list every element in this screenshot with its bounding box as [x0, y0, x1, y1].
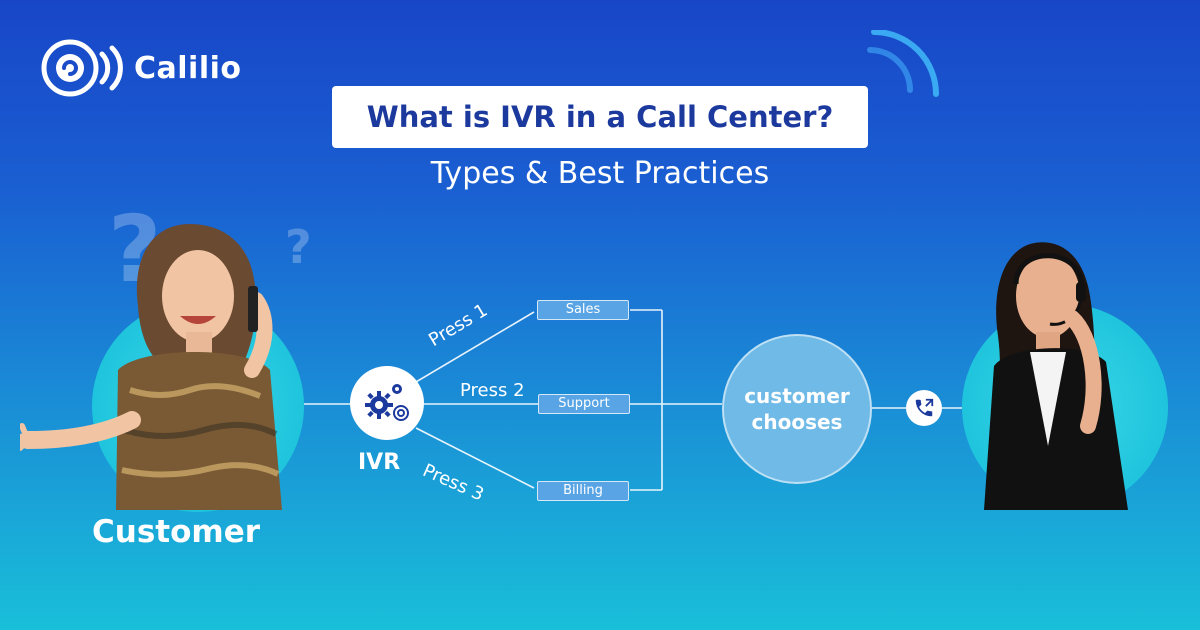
page-title: What is IVR in a Call Center? [366, 100, 834, 134]
option-support: Support [538, 394, 630, 414]
agent-person-icon [984, 242, 1128, 510]
decision-label: customer chooses [744, 384, 850, 434]
decision-node: customer chooses [722, 334, 872, 484]
call-forward-node [906, 390, 942, 426]
question-mark-icon: ? [285, 220, 312, 274]
page-subtitle: Types & Best Practices [430, 156, 770, 191]
phone-forward-icon [915, 398, 934, 417]
ivr-label: IVR [358, 450, 401, 475]
customer-label: Customer [92, 514, 261, 550]
press-2-label: Press 2 [460, 380, 525, 401]
gears-icon [365, 384, 409, 421]
brand-logo[interactable]: Calilio [40, 38, 242, 98]
title-box: What is IVR in a Call Center? [332, 86, 868, 148]
option-sales: Sales [537, 300, 629, 320]
calilio-logo-icon [41, 39, 123, 97]
brand-name: Calilio [134, 50, 242, 86]
ivr-node [350, 366, 424, 440]
option-billing: Billing [537, 481, 629, 501]
signal-waves-icon [867, 30, 939, 97]
customer-person-icon [20, 224, 282, 510]
